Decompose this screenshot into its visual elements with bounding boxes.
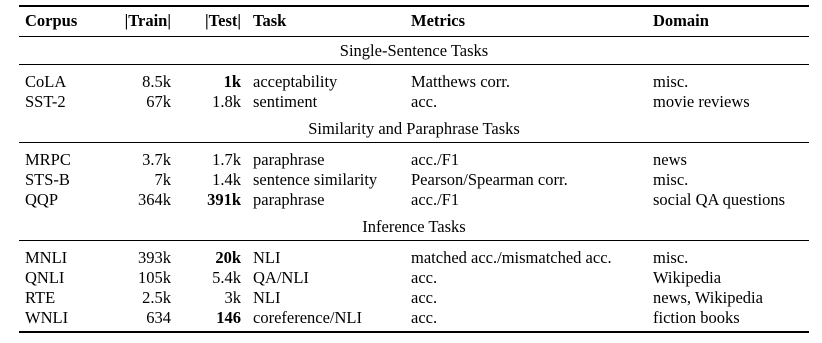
cell-test: 391k — [207, 189, 241, 209]
cell-test: 1.4k — [212, 169, 241, 189]
cell-train: 393k — [138, 247, 171, 267]
cell-task: NLI — [253, 287, 281, 307]
cell-train: 105k — [138, 267, 171, 287]
cell-corpus: QQP — [25, 189, 59, 209]
cell-task: paraphrase — [253, 149, 325, 169]
cell-domain: social QA questions — [653, 189, 785, 209]
cell-metrics: acc./F1 — [411, 149, 460, 169]
cell-train: 2.5k — [142, 287, 171, 307]
cell-domain: movie reviews — [653, 91, 750, 111]
cell-metrics: Matthews corr. — [411, 71, 510, 91]
cell-train: 67k — [146, 91, 171, 111]
cell-corpus: SST-2 — [25, 91, 66, 111]
cell-domain: misc. — [653, 169, 689, 189]
table-row: QQP 364k 391k paraphrase acc./F1 social QA qu… — [19, 189, 809, 213]
table-row: WNLI 634 146 coreference/NLI acc. fiction boo… — [19, 307, 809, 332]
cell-domain: misc. — [653, 71, 689, 91]
cell-corpus: WNLI — [25, 307, 69, 327]
cell-metrics: acc. — [411, 307, 438, 327]
section-title: Inference Tasks — [362, 217, 466, 236]
cell-test: 146 — [216, 307, 241, 327]
cell-task: acceptability — [253, 71, 338, 91]
cell-corpus: MNLI — [25, 247, 68, 267]
cell-test: 3k — [224, 287, 242, 307]
header-metrics: Metrics — [411, 11, 466, 30]
cell-metrics: acc. — [411, 91, 438, 111]
table-row: RTE 2.5k 3k NLI acc. news, Wikipedia — [19, 287, 809, 307]
cell-task: coreference/NLI — [253, 307, 362, 327]
cell-metrics: acc. — [411, 267, 438, 287]
cell-corpus: STS-B — [25, 169, 70, 189]
header-test: |Test| — [205, 11, 241, 30]
cell-train: 634 — [146, 307, 171, 327]
cell-test: 1k — [223, 71, 241, 91]
cell-corpus: QNLI — [25, 267, 65, 287]
cell-train: 8.5k — [142, 71, 171, 91]
header-row: Corpus |Train| |Test| Task Metrics Domai… — [19, 6, 809, 37]
cell-test: 1.7k — [212, 149, 241, 169]
cell-metrics: Pearson/Spearman corr. — [411, 169, 568, 189]
cell-corpus: MRPC — [25, 149, 71, 169]
cell-domain: misc. — [653, 247, 689, 267]
table-row: MRPC 3.7k 1.7k paraphrase acc./F1 news — [19, 143, 809, 170]
cell-train: 7k — [154, 169, 172, 189]
section-header-row: Inference Tasks — [19, 213, 809, 241]
table-row: CoLA 8.5k 1k acceptability Matthews corr. mis… — [19, 65, 809, 92]
section-header-row: Single-Sentence Tasks — [19, 37, 809, 65]
header-domain: Domain — [653, 11, 709, 30]
cell-domain: Wikipedia — [653, 267, 722, 287]
cell-domain: fiction books — [653, 307, 740, 327]
table-row: QNLI 105k 5.4k QA/NLI acc. Wikipedia — [19, 267, 809, 287]
cell-train: 364k — [138, 189, 171, 209]
table-row: MNLI 393k 20k NLI matched acc./mismatched ac… — [19, 241, 809, 268]
cell-task: QA/NLI — [253, 267, 309, 287]
cell-domain: news — [653, 149, 687, 169]
cell-domain: news, Wikipedia — [653, 287, 763, 307]
table-row: STS-B 7k 1.4k sentence similarity Pearson/Sp… — [19, 169, 809, 189]
cell-test: 1.8k — [212, 91, 241, 111]
cell-train: 3.7k — [142, 149, 171, 169]
section-title: Single-Sentence Tasks — [339, 41, 489, 60]
header-train: |Train| — [124, 11, 171, 30]
cell-test: 20k — [215, 247, 241, 267]
cell-task: NLI — [253, 247, 281, 267]
table-row: SST-2 67k 1.8k sentiment acc. movie reviews — [19, 91, 809, 115]
section-title: Similarity and Paraphrase Tasks — [308, 119, 520, 138]
section-header-row: Similarity and Paraphrase Tasks — [19, 115, 809, 143]
cell-test: 5.4k — [212, 267, 241, 287]
cell-corpus: CoLA — [25, 71, 67, 91]
cell-task: sentence similarity — [253, 169, 378, 189]
cell-metrics: acc./F1 — [411, 189, 460, 209]
glue-tasks-table: Corpus |Train| |Test| Task Metrics Domai… — [19, 5, 809, 333]
cell-metrics: matched acc./mismatched acc. — [411, 247, 612, 267]
cell-corpus: RTE — [25, 287, 56, 307]
cell-task: sentiment — [253, 91, 318, 111]
cell-metrics: acc. — [411, 287, 438, 307]
header-corpus: Corpus — [25, 11, 78, 30]
header-task: Task — [253, 11, 287, 30]
cell-task: paraphrase — [253, 189, 325, 209]
